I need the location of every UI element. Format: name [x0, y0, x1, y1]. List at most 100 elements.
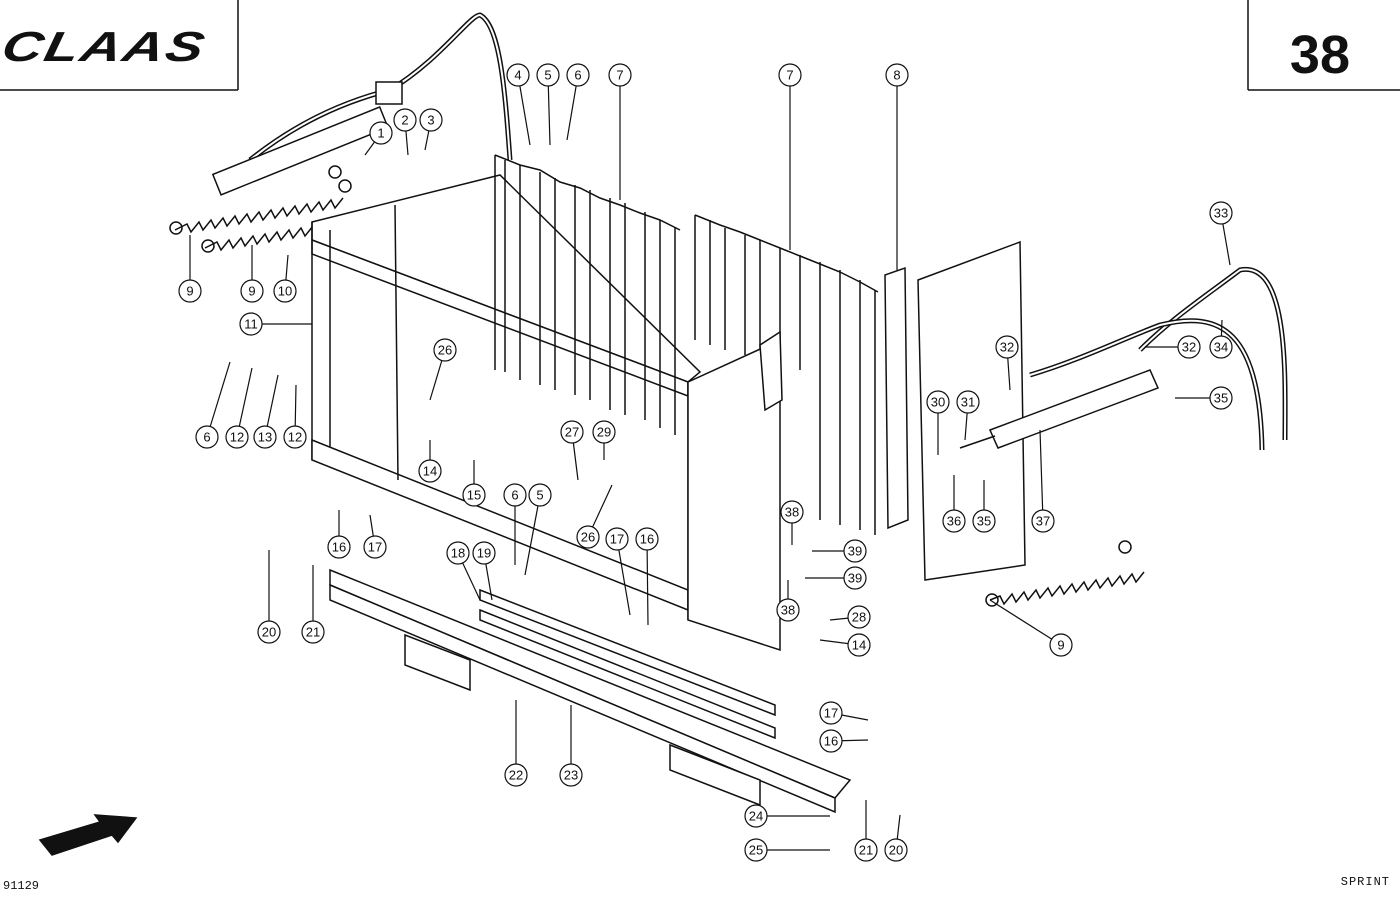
corrugated-panel-rear	[494, 154, 681, 435]
callout-bubble	[956, 390, 980, 414]
callout-12: 12	[225, 367, 253, 449]
callout-24: 24	[744, 804, 830, 828]
callout-17: 17	[363, 514, 387, 559]
callout-bubble	[608, 63, 632, 87]
callout-bubble	[503, 483, 527, 507]
callout-number: 25	[749, 843, 763, 858]
drawing-number: 91129	[3, 879, 40, 893]
callout-bubble	[776, 598, 800, 622]
callout-28: 28	[829, 605, 871, 629]
callout-bubble	[926, 390, 950, 414]
corrugated-panel-front	[694, 214, 879, 535]
callout-bubble	[843, 539, 867, 563]
callout-number: 23	[564, 768, 578, 783]
callout-bubble	[566, 63, 590, 87]
callout-bubble	[576, 525, 600, 549]
callout-bubble	[885, 63, 909, 87]
callout-number: 9	[248, 284, 255, 299]
callout-bubble	[778, 63, 802, 87]
callout-number: 26	[581, 530, 595, 545]
callout-number: 11	[244, 317, 258, 332]
callout-number: 32	[1182, 340, 1196, 355]
callout-34: 34	[1209, 319, 1233, 359]
callout-16: 16	[327, 510, 351, 559]
model-name: SPRINT	[1340, 875, 1390, 889]
callout-20: 20	[884, 814, 908, 862]
callout-bubble	[847, 605, 871, 629]
callout-number: 26	[438, 343, 452, 358]
callout-number: 37	[1036, 514, 1050, 529]
title-border	[0, 0, 1400, 91]
callout-number: 21	[306, 625, 320, 640]
callout-number: 14	[852, 638, 866, 653]
callout-number: 5	[544, 68, 551, 83]
side-plate	[687, 330, 783, 652]
callout-leader-line	[236, 367, 253, 438]
callout-29: 29	[592, 420, 616, 460]
callout-bubble	[1209, 201, 1233, 225]
callout-number: 4	[514, 68, 521, 83]
callout-number: 35	[977, 514, 991, 529]
callout-7: 7	[608, 63, 632, 200]
callout-bubble	[419, 108, 443, 132]
callout-number: 6	[511, 488, 518, 503]
callout-19: 19	[472, 541, 496, 601]
callout-bubble	[780, 500, 804, 524]
callout-leader-line	[1039, 429, 1044, 522]
direction-arrow-icon	[38, 814, 138, 856]
callout-bubble	[418, 459, 442, 483]
callout-bubble	[592, 420, 616, 444]
callout-16: 16	[635, 527, 659, 626]
callout-bubble	[327, 535, 351, 559]
callout-bubble	[240, 279, 264, 303]
callout-number: 9	[1057, 638, 1064, 653]
callout-number: 33	[1214, 206, 1228, 221]
callout-6: 6	[503, 483, 527, 565]
callout-bubble	[605, 527, 629, 551]
callout-number: 3	[427, 113, 434, 128]
callout-bubble	[972, 509, 996, 533]
callout-39: 39	[805, 566, 867, 590]
callout-bubble	[253, 425, 277, 449]
callout-number: 20	[262, 625, 276, 640]
callout-bubble	[1049, 633, 1073, 657]
callout-bubble	[239, 312, 263, 336]
callout-number: 19	[477, 546, 491, 561]
base-beam	[329, 568, 852, 814]
callout-bubble	[942, 509, 966, 533]
callout-number: 6	[203, 430, 210, 445]
callout-bubble	[819, 701, 843, 725]
callout-number: 17	[610, 532, 624, 547]
callout-number: 10	[278, 284, 292, 299]
callout-number: 7	[786, 68, 793, 83]
callout-bubble	[446, 541, 470, 565]
callout-15: 15	[462, 460, 486, 507]
callout-leader-line	[547, 74, 551, 146]
callout-20: 20	[257, 550, 281, 644]
hydraulic-hose-right	[1029, 267, 1288, 451]
callout-12: 12	[283, 384, 307, 449]
callout-14: 14	[819, 633, 871, 657]
callout-bubble	[884, 838, 908, 862]
callout-leader-line	[989, 599, 1062, 646]
callout-bubble	[283, 425, 307, 449]
tension-spring-bottom-right	[985, 540, 1145, 607]
callout-16: 16	[819, 729, 869, 753]
callout-bubble	[854, 838, 878, 862]
callout-18: 18	[446, 541, 481, 601]
callout-bubble	[1177, 335, 1201, 359]
callout-bubble	[995, 335, 1019, 359]
callout-17: 17	[605, 527, 631, 616]
callout-38: 38	[780, 500, 804, 545]
callout-bubble	[1209, 386, 1233, 410]
callout-32: 32	[1145, 335, 1201, 359]
callout-bubble	[225, 425, 249, 449]
callout-number: 6	[574, 68, 581, 83]
callout-number: 12	[288, 430, 302, 445]
callout-bubble	[819, 729, 843, 753]
callout-number: 35	[1214, 391, 1228, 406]
callout-number: 39	[848, 544, 862, 559]
page-number: 38	[1289, 25, 1350, 85]
callout-number: 14	[423, 464, 437, 479]
